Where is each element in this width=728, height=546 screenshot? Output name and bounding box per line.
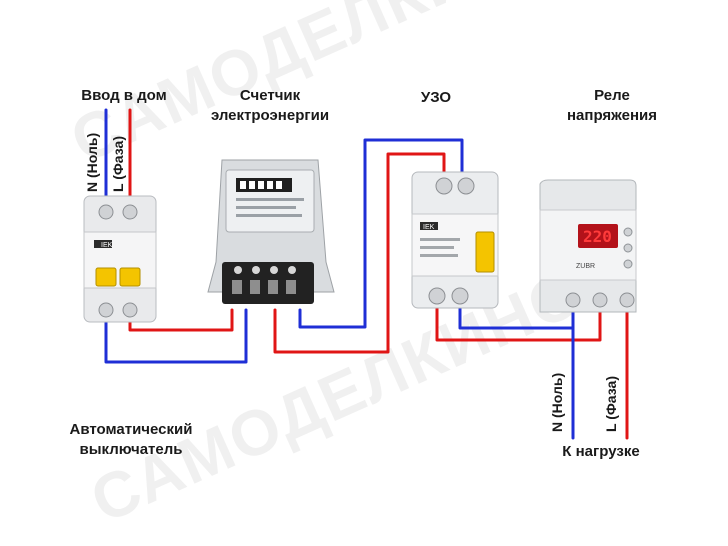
circuit-breaker: IEK xyxy=(83,195,157,323)
label-neutral-in: N (Ноль) xyxy=(84,132,100,192)
label-phase-out: L (Фаза) xyxy=(603,376,619,432)
rcd-device: IEK xyxy=(411,171,499,309)
rcd-brand: IEK xyxy=(423,224,435,231)
label-meter-line2: электроэнергии xyxy=(210,107,330,124)
label-meter-line1: Счетчик xyxy=(239,87,301,104)
label-phase-in: L (Фаза) xyxy=(110,136,126,192)
label-load: К нагрузке xyxy=(562,443,640,460)
wire-phase-meter-rcd xyxy=(273,152,446,354)
wire-phase-breaker-meter xyxy=(128,308,234,332)
label-input-home: Ввод в дом xyxy=(81,87,167,104)
label-rcd: УЗО xyxy=(420,89,452,106)
voltage-relay: 220 ZUBR xyxy=(539,179,637,313)
label-relay-line1: Реле xyxy=(594,87,630,104)
label-neutral-out: N (Ноль) xyxy=(549,372,565,432)
relay-brand: ZUBR xyxy=(576,263,595,270)
label-breaker-line1: Автоматический xyxy=(69,421,193,438)
relay-display: 220 xyxy=(583,227,612,246)
wire-phase-rcd-relay xyxy=(435,306,602,342)
wire-neutral-breaker-meter xyxy=(104,308,248,364)
label-relay-line2: напряжения xyxy=(567,107,657,124)
wire-neutral-meter-rcd xyxy=(298,138,464,329)
breaker-brand: IEK xyxy=(101,242,113,249)
wire-neutral-rcd-relay xyxy=(458,306,575,330)
label-breaker-line2: выключатель xyxy=(79,441,183,458)
electricity-meter xyxy=(207,159,335,304)
